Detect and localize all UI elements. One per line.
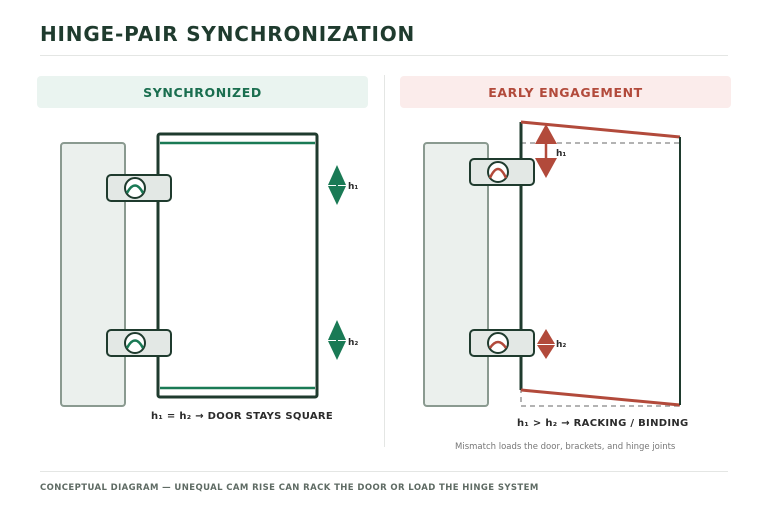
left-h1-indicator [328, 165, 346, 205]
title-divider [40, 55, 728, 56]
left-lower-hinge [106, 329, 172, 357]
left-h2-indicator [328, 320, 346, 360]
synchronized-header: SYNCHRONIZED [37, 76, 368, 108]
early-engagement-header: EARLY ENGAGEMENT [400, 76, 731, 108]
right-caption: h₁ > h₂ → RACKING / BINDING [517, 418, 689, 429]
right-lower-hinge [469, 329, 535, 357]
right-h2-label: h₂ [556, 340, 566, 350]
left-door [156, 132, 319, 399]
right-h1-indicator [535, 124, 557, 178]
left-caption: h₁ = h₂ → DOOR STAYS SQUARE [151, 411, 334, 422]
right-h2-indicator [537, 329, 555, 359]
right-upper-hinge [469, 158, 535, 186]
footer-note: CONCEPTUAL DIAGRAM — UNEQUAL CAM RISE CA… [40, 483, 539, 493]
right-reference-outline [520, 142, 681, 407]
page-title: HINGE-PAIR SYNCHRONIZATION [40, 22, 416, 46]
left-h1-label: h₁ [348, 182, 358, 192]
panel-divider [384, 75, 385, 447]
mismatch-note: Mismatch loads the door, brackets, and h… [455, 442, 676, 452]
right-h1-label: h₁ [556, 149, 566, 159]
footer-divider [40, 471, 728, 472]
left-upper-hinge [106, 174, 172, 202]
left-h2-label: h₂ [348, 338, 358, 348]
